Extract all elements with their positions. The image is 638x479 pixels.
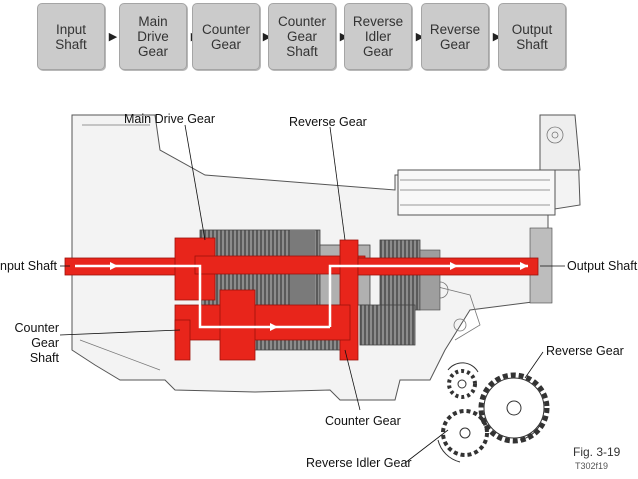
flow-step-reverse-idler-gear: Reverse Idler Gear — [344, 3, 412, 70]
label-counter-gear: Counter Gear — [325, 414, 401, 428]
label-reverse-gear-top: Reverse Gear — [289, 115, 367, 129]
flow-step-input-shaft: Input Shaft — [37, 3, 105, 70]
figure-code: T302f19 — [575, 461, 609, 471]
flow-step-counter-gear: Counter Gear — [192, 3, 260, 70]
arrow-right-icon: ▶ — [262, 31, 272, 43]
leader-lines — [59, 124, 565, 464]
reverse-gears-illustration — [437, 362, 550, 463]
arrow-right-icon: ▶ — [415, 31, 425, 43]
arrow-right-icon: ▶ — [108, 31, 118, 43]
label-input-shaft: nput Shaft — [0, 259, 57, 273]
arrow-right-icon: ▶ — [492, 31, 502, 43]
label-reverse-idler-gear: Reverse Idler Gear — [306, 456, 412, 470]
power-flow-path — [64, 237, 539, 361]
label-reverse-gear-right: Reverse Gear — [546, 344, 624, 358]
label-main-drive-gear: Main Drive Gear — [124, 112, 215, 126]
flow-step-reverse-gear: Reverse Gear — [421, 3, 489, 70]
flow-arrowheads — [110, 262, 528, 331]
figure-number: Fig. 3-19 — [573, 445, 621, 459]
power-flow-chart: Input Shaft ▶ Main Drive Gear ▶ Counter … — [0, 0, 638, 80]
flow-step-main-drive-gear: Main Drive Gear — [119, 3, 187, 70]
flow-step-counter-gear-shaft: Counter Gear Shaft — [268, 3, 336, 70]
label-output-shaft: Output Shaft — [567, 259, 638, 273]
flow-arrows — [75, 264, 528, 329]
flow-step-output-shaft: Output Shaft — [498, 3, 566, 70]
housing-details — [79, 124, 564, 371]
transmission-cutaway — [59, 114, 581, 464]
label-counter-gear-shaft: Counter Gear Shaft — [14, 321, 59, 365]
